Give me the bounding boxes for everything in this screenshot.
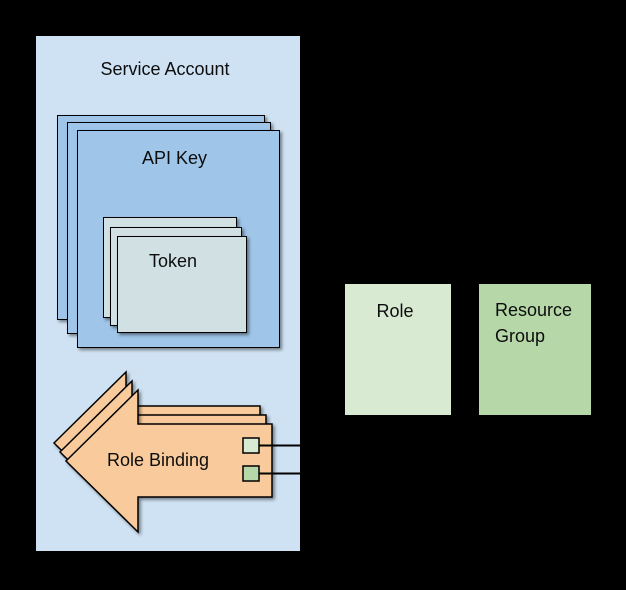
role-box [344, 283, 452, 416]
role-binding-label: Role Binding [106, 450, 210, 470]
resource-group-label: Resource Group [495, 300, 573, 346]
service-account-label: Service Account [100, 59, 230, 79]
role-label: Role [376, 301, 414, 321]
api-key-label: API Key [141, 148, 208, 168]
resource-group-box [478, 283, 592, 416]
token-layer-front [117, 236, 247, 333]
token-label: Token [148, 251, 198, 271]
